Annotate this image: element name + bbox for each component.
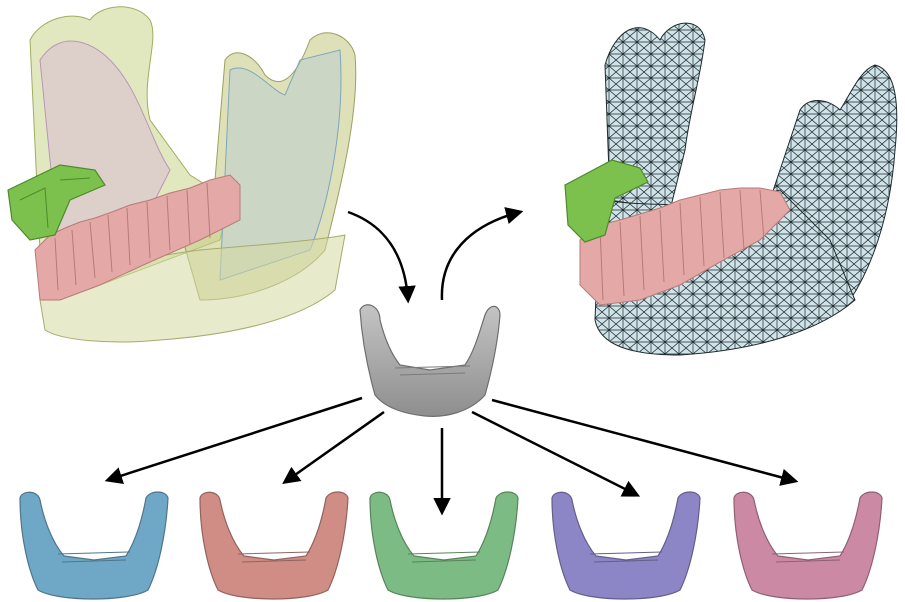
arrow-to-variant-2 — [285, 412, 384, 482]
wireframe-fit — [565, 23, 897, 355]
overlay-ensemble — [8, 7, 356, 342]
arrow-to-variant-1 — [108, 398, 362, 480]
variant-mandible-shape-1 — [20, 492, 168, 599]
variant-mandible-shape-3 — [370, 492, 518, 599]
variants-row — [20, 492, 882, 599]
template-mandible-shape — [360, 305, 500, 417]
variant-mandible-3 — [370, 492, 518, 599]
variant-mandible-shape-2 — [200, 492, 348, 599]
variant-mandible-4 — [552, 492, 700, 599]
variant-mandible-shape-5 — [734, 492, 882, 599]
arrow-to-variant-5 — [492, 400, 795, 481]
variant-mandible-shape-4 — [552, 492, 700, 599]
variant-mandible-2 — [200, 492, 348, 599]
arrow-overlay-to-template — [348, 212, 408, 300]
arrow-template-to-wireframe — [442, 212, 520, 300]
template-mandible — [360, 305, 500, 417]
variant-mandible-1 — [20, 492, 168, 599]
arrow-to-variant-4 — [472, 412, 637, 495]
variant-mandible-5 — [734, 492, 882, 599]
